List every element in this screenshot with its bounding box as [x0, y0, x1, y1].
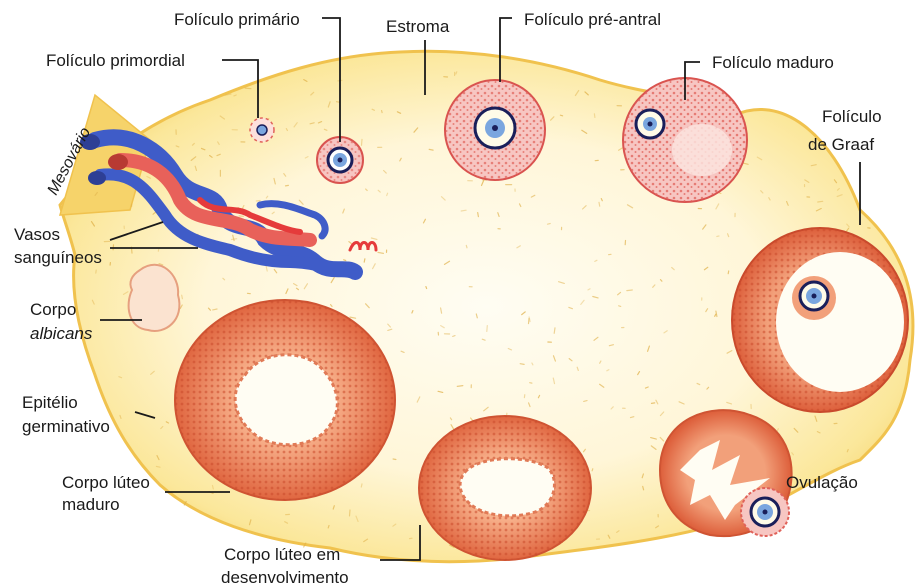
label-estroma: Estroma [386, 17, 450, 36]
stroma-fleck [361, 484, 362, 487]
stroma-fleck [627, 290, 633, 291]
graafian-follicle [732, 228, 908, 412]
stroma-fleck [554, 328, 555, 334]
stroma-fleck [393, 459, 396, 460]
stroma-fleck [328, 526, 329, 528]
stroma-fleck [548, 224, 551, 225]
label-corpo-albicans-line1: Corpo [30, 300, 76, 319]
label-corpo-luteo-desenv-line1: Corpo lúteo em [224, 545, 340, 564]
label-corpo-luteo-maduro-line2: maduro [62, 495, 120, 514]
label-foliculo-maduro: Folículo maduro [712, 53, 834, 72]
developing-corpus-luteum [419, 416, 591, 560]
stroma-fleck [728, 271, 729, 274]
stroma-fleck [457, 386, 463, 387]
stroma-fleck [520, 364, 524, 365]
released-oocyte [741, 488, 789, 536]
stroma-fleck [387, 193, 388, 195]
stroma-fleck [429, 149, 433, 150]
stroma-fleck [232, 239, 237, 240]
stroma-fleck [847, 450, 848, 452]
stroma-fleck [599, 202, 600, 206]
stroma-fleck [560, 115, 562, 116]
corpus-albicans [129, 265, 180, 331]
stroma-fleck [426, 287, 427, 289]
stroma-fleck [456, 72, 457, 74]
stroma-fleck [529, 319, 530, 324]
stroma-fleck [156, 466, 160, 467]
label-vasos-line1: Vasos [14, 225, 60, 244]
stroma-fleck [286, 185, 289, 186]
stroma-fleck [213, 486, 214, 489]
primordial-follicle [250, 118, 274, 142]
stroma-fleck [478, 213, 479, 217]
label-corpo-luteo-desenv-line2: desenvolvimento [221, 568, 349, 587]
stroma-fleck [818, 201, 823, 202]
mature-corpus-luteum [175, 300, 395, 500]
preantral-follicle [445, 80, 545, 180]
stroma-fleck [584, 401, 587, 402]
stroma-fleck [466, 245, 467, 247]
stroma-fleck [461, 210, 466, 211]
stroma-fleck [182, 295, 183, 299]
stroma-fleck [158, 249, 159, 251]
stroma-fleck [619, 306, 621, 307]
stroma-fleck [362, 139, 363, 145]
label-ovulacao: Ovulação [786, 473, 858, 492]
stroma-fleck [652, 403, 655, 404]
stroma-fleck [245, 88, 251, 89]
label-foliculo-pre-antral: Folículo pré-antral [524, 10, 661, 29]
label-corpo-luteo-maduro-line1: Corpo lúteo [62, 473, 150, 492]
label-epitelio-line2: germinativo [22, 417, 110, 436]
stroma-fleck [487, 326, 488, 332]
stroma-fleck [592, 469, 593, 471]
stroma-fleck [364, 259, 365, 262]
label-epitelio-line1: Epitélio [22, 393, 78, 412]
label-corpo-albicans-line2: albicans [30, 324, 93, 343]
stroma-fleck [594, 114, 595, 118]
stroma-fleck [344, 260, 346, 261]
stroma-fleck [256, 201, 260, 202]
stroma-fleck [234, 95, 236, 96]
label-foliculo-primario: Folículo primário [174, 10, 300, 29]
label-foliculo-graaf-line2: de Graaf [808, 135, 874, 154]
stroma-fleck [382, 111, 383, 113]
label-foliculo-primordial: Folículo primordial [46, 51, 185, 70]
label-foliculo-graaf-line1: Folículo [822, 107, 882, 126]
stroma-fleck [350, 510, 351, 516]
stroma-fleck [717, 236, 719, 237]
stroma-fleck [453, 336, 455, 337]
label-vasos-line2: sanguíneos [14, 248, 102, 267]
primary-follicle [317, 137, 363, 183]
